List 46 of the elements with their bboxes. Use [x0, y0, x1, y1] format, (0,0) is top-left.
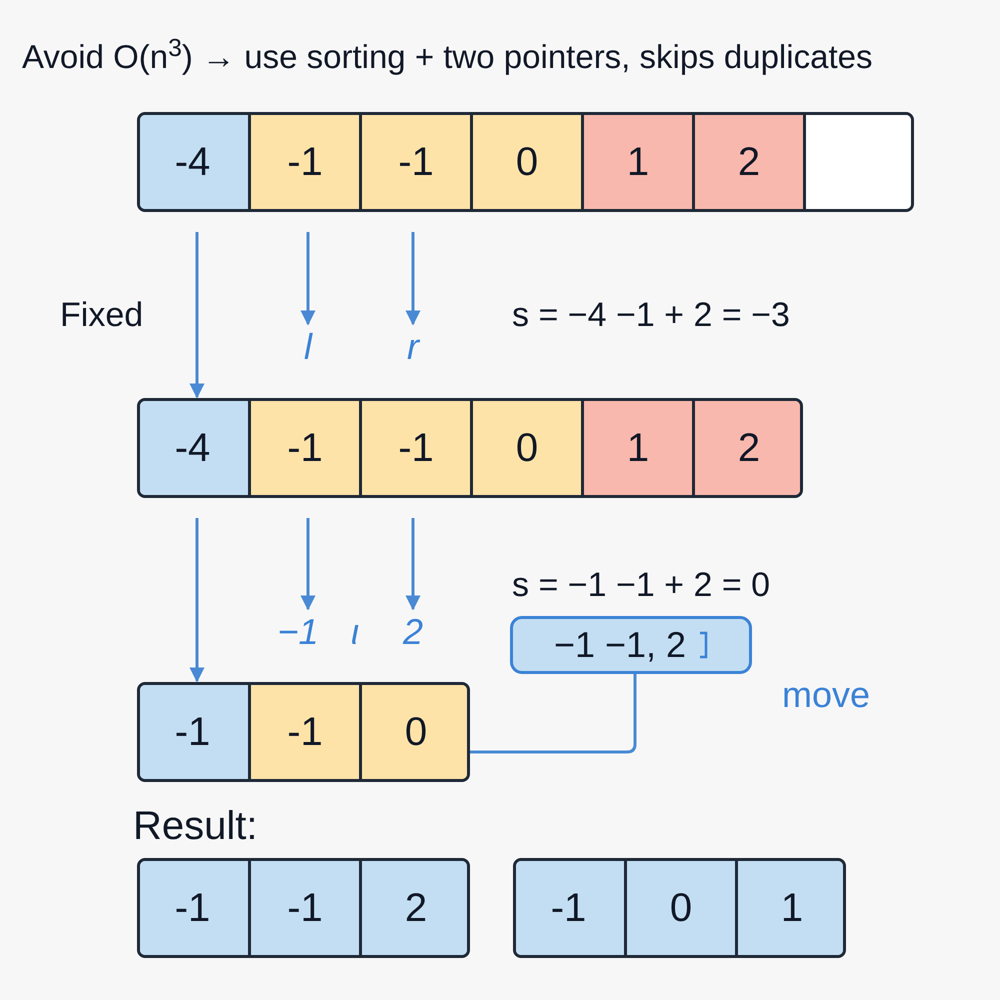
array-cell: -1 — [248, 401, 359, 495]
array-cell: -1 — [140, 685, 248, 779]
array-row — [513, 858, 846, 958]
arrow — [406, 232, 420, 326]
arrow — [190, 232, 204, 398]
pointer-label: l — [292, 325, 324, 369]
array-cell: 0 — [470, 401, 581, 495]
arrow — [190, 518, 204, 682]
triplet-box: −1 −1, 2 — [510, 616, 752, 674]
array-cell: 0 — [624, 861, 735, 955]
note-text: Fixed — [60, 295, 144, 336]
array-cell: -4 — [140, 115, 248, 209]
pointer-label: ι — [340, 610, 370, 654]
array-cell: 0 — [359, 685, 467, 779]
array-cell: -1 — [248, 115, 359, 209]
title: Avoid O(n$^{3}$) → use sorting + two pointers, skips duplicates — [22, 34, 872, 77]
array-cell: -1 — [140, 861, 248, 955]
array-cell: -1 — [516, 861, 624, 955]
arrow — [300, 232, 316, 326]
array-cell: 2 — [359, 861, 467, 955]
array-cell: -4 — [140, 401, 248, 495]
array-cell: -1 — [248, 861, 359, 955]
array-cell: -1 — [359, 115, 470, 209]
array-cell: 2 — [692, 115, 803, 209]
array-cell: 1 — [581, 115, 692, 209]
arrow — [300, 518, 316, 610]
note-text: s = −1 −1 + 2 = 0 — [512, 565, 770, 606]
array-cell — [803, 115, 911, 209]
array-cell: 2 — [692, 401, 800, 495]
note-text: Result: — [133, 803, 258, 850]
array-row — [137, 682, 470, 782]
pointer-label: r — [397, 325, 429, 369]
pointer-label: 2 — [395, 610, 431, 654]
array-cell: 1 — [581, 401, 692, 495]
note-text: move — [782, 673, 870, 717]
array-row — [137, 858, 470, 958]
array-cell: -1 — [248, 685, 359, 779]
arrow — [406, 518, 420, 610]
array-cell: -1 — [359, 401, 470, 495]
connector-line — [470, 674, 636, 754]
array-row — [137, 112, 914, 212]
note-text: s = −4 −1 + 2 = −3 — [512, 295, 790, 336]
pointer-label: −1 — [276, 610, 320, 654]
array-cell: 0 — [470, 115, 581, 209]
array-cell: 1 — [735, 861, 843, 955]
array-row — [137, 398, 803, 498]
